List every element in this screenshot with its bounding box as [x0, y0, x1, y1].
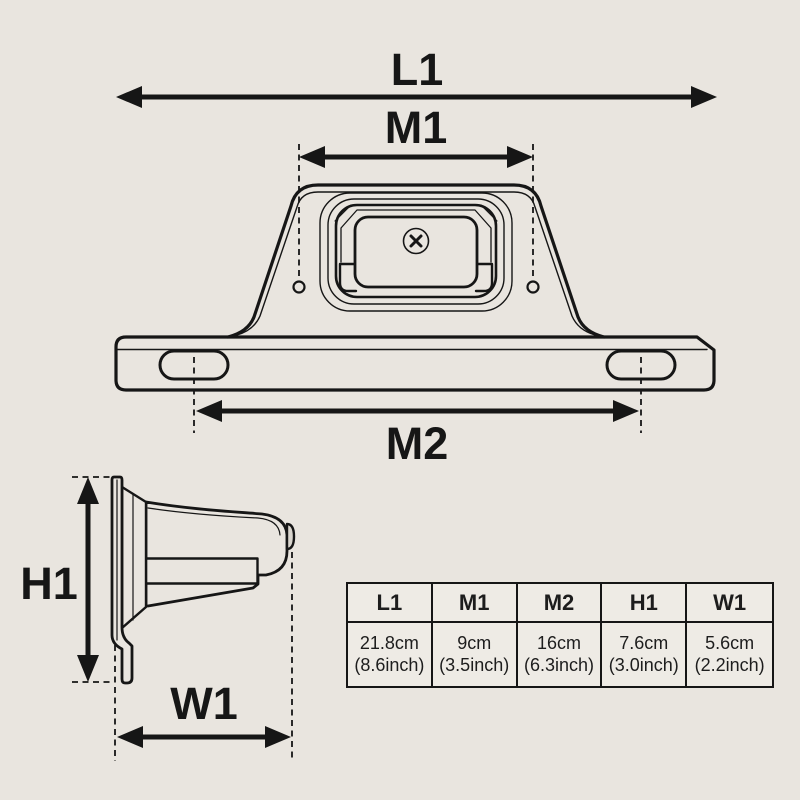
- mounting-slot-left: [158, 349, 230, 381]
- arrowhead-left: [196, 400, 222, 422]
- table-value-w1: 5.6cm (2.2inch): [687, 623, 772, 686]
- reference-hole-right: [526, 280, 540, 294]
- value-cm: 21.8cm: [359, 633, 419, 654]
- arrowhead-right: [265, 726, 291, 748]
- value-inch: (8.6inch): [354, 654, 425, 675]
- value-inch: (6.3inch): [523, 654, 594, 675]
- arrowhead-top: [77, 477, 99, 504]
- side-housing-outline: [144, 500, 289, 608]
- phillips-screw-icon: [402, 227, 430, 255]
- m2-dimension-arrow: [193, 357, 642, 433]
- arrowhead-right: [691, 86, 717, 108]
- side-lens-bulge: [285, 522, 296, 551]
- table-value-m2: 16cm (6.3inch): [518, 623, 603, 686]
- clip-notch-left: [338, 262, 358, 293]
- value-inch: (3.5inch): [439, 654, 510, 675]
- table-header-m2: M2: [517, 584, 603, 623]
- lamp-body-bevel-left: [334, 204, 352, 222]
- arrowhead-left: [116, 86, 142, 108]
- arrowhead-left: [117, 726, 143, 748]
- value-cm: 5.6cm: [705, 633, 755, 654]
- table-header-m1: M1: [432, 584, 518, 623]
- housing-ring-middle: [327, 198, 505, 305]
- value-cm: 16cm: [536, 633, 581, 654]
- arrowhead-bottom: [77, 655, 99, 682]
- m2-dimension-label: M2: [386, 418, 449, 469]
- housing-ring-outer: [319, 192, 513, 312]
- side-flange-outline: [120, 485, 148, 630]
- mounting-slot-right: [605, 349, 677, 381]
- m1-dimension-arrow: [298, 144, 534, 278]
- h1-dimension-label: H1: [20, 558, 78, 609]
- table-header-l1: L1: [348, 584, 433, 623]
- base-plate-outline: [114, 335, 716, 392]
- l1-dimension-label: L1: [391, 44, 444, 95]
- lamp-body-bevel-right: [480, 204, 498, 222]
- housing-trapezoid-inner-line: [236, 191, 596, 336]
- value-cm: 7.6cm: [619, 633, 669, 654]
- table-value-l1: 21.8cm (8.6inch): [348, 623, 433, 686]
- w1-dimension-label: W1: [170, 678, 238, 729]
- h1-dimension-arrow: [72, 476, 114, 683]
- reference-hole-left: [292, 280, 306, 294]
- side-housing-band: [144, 557, 259, 585]
- lamp-body-outline: [340, 209, 492, 263]
- table-header-w1: W1: [687, 584, 772, 623]
- arrowhead-right: [507, 146, 533, 168]
- arrowhead-right: [613, 400, 639, 422]
- value-inch: (3.0inch): [608, 654, 679, 675]
- bracket-side-view: [110, 475, 296, 685]
- arrowhead-left: [299, 146, 325, 168]
- housing-trapezoid-outline: [226, 183, 606, 339]
- value-cm: 9cm: [457, 633, 492, 654]
- w1-dimension-arrow: [114, 552, 293, 761]
- housing-ring-inner: [334, 203, 498, 299]
- l1-dimension-arrow: [116, 86, 717, 108]
- side-housing-inner-line: [147, 507, 281, 536]
- dimension-spec-table: L1 M1 M2 H1 W1 21.8cm (8.6inch) 9cm (3.5…: [346, 582, 774, 688]
- table-value-h1: 7.6cm (3.0inch): [602, 623, 688, 686]
- m1-dimension-label: M1: [385, 102, 448, 153]
- table-header-h1: H1: [602, 584, 688, 623]
- value-inch: (2.2inch): [694, 654, 765, 675]
- bracket-front-view: [114, 183, 716, 392]
- clip-notch-right: [474, 262, 494, 293]
- table-value-m1: 9cm (3.5inch): [433, 623, 518, 686]
